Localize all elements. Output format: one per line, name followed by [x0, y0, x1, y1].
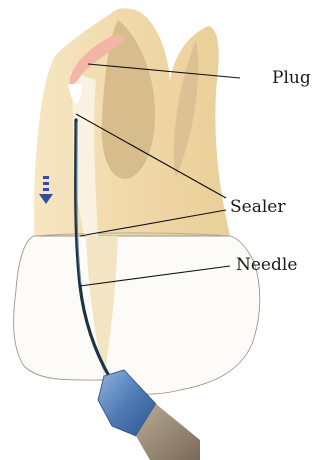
- tooth: [14, 8, 260, 394]
- label-needle: Needle: [236, 257, 297, 274]
- tooth-crown: [14, 236, 260, 394]
- label-plug: Plug: [272, 70, 311, 87]
- label-sealer: Sealer: [230, 199, 285, 216]
